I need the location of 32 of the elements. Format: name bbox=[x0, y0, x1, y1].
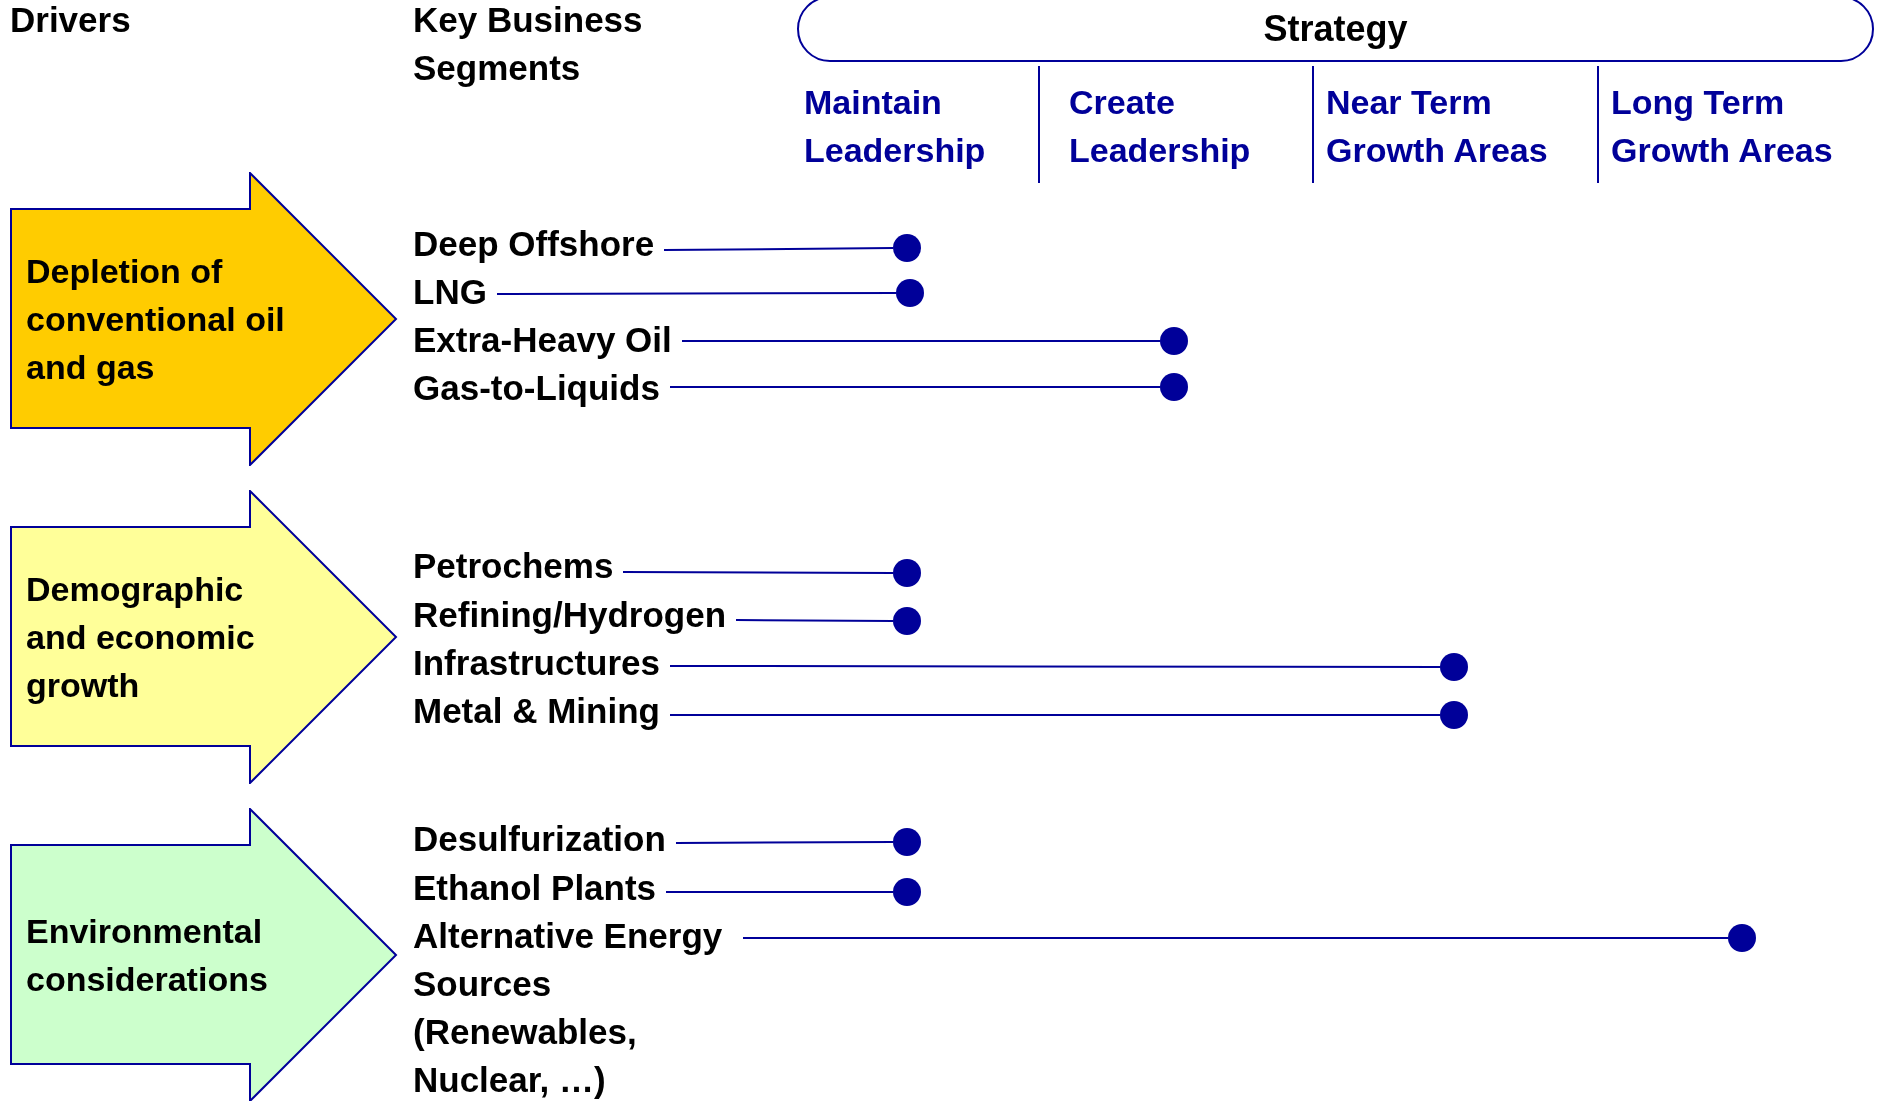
strategy-column-heading: Long Term Growth Areas bbox=[1611, 82, 1834, 171]
column-heading: Key Business Segments bbox=[413, 0, 644, 89]
connector-line bbox=[669, 665, 1441, 668]
strategy-banner: Strategy bbox=[797, 0, 1874, 62]
strategy-column-heading: Near Term Growth Areas bbox=[1326, 82, 1549, 171]
connector-line bbox=[742, 937, 1729, 939]
segment-label: Infrastructures bbox=[413, 639, 661, 687]
connector-line bbox=[663, 247, 894, 251]
segment-label: Alternative Energy Sources (Renewables, Nuclear, …) bbox=[413, 912, 733, 1101]
strategy-column-heading: Maintain Leadership bbox=[804, 82, 987, 171]
connector-line bbox=[669, 386, 1161, 388]
connector-line bbox=[669, 714, 1441, 716]
strategy-column-heading: Create Leadership bbox=[1069, 82, 1252, 171]
segment-label: Petrochems bbox=[413, 542, 614, 590]
connector-line bbox=[681, 340, 1161, 342]
connector-line bbox=[622, 571, 894, 574]
segment-label: Extra-Heavy Oil bbox=[413, 316, 672, 364]
segment-label: Refining/Hydrogen bbox=[413, 591, 727, 639]
driver-pointer-panel: Depletion of conventional oil and gas bbox=[10, 172, 398, 466]
segment-label: Deep Offshore bbox=[413, 220, 655, 268]
segment-label: Metal & Mining bbox=[413, 687, 660, 735]
column-heading: Drivers bbox=[10, 0, 132, 41]
connector-line bbox=[675, 841, 894, 844]
connector-line bbox=[665, 891, 894, 893]
segment-label: Desulfurization bbox=[413, 815, 666, 863]
driver-pointer-panel: Environmental considerations bbox=[10, 808, 398, 1101]
connector-line bbox=[496, 292, 897, 295]
segment-label: LNG bbox=[413, 268, 487, 316]
segment-label: Gas-to-Liquids bbox=[413, 364, 660, 412]
driver-pointer-panel: Demographic and economic growth bbox=[10, 490, 398, 784]
connector-line bbox=[735, 619, 894, 622]
segment-label: Ethanol Plants bbox=[413, 864, 657, 912]
